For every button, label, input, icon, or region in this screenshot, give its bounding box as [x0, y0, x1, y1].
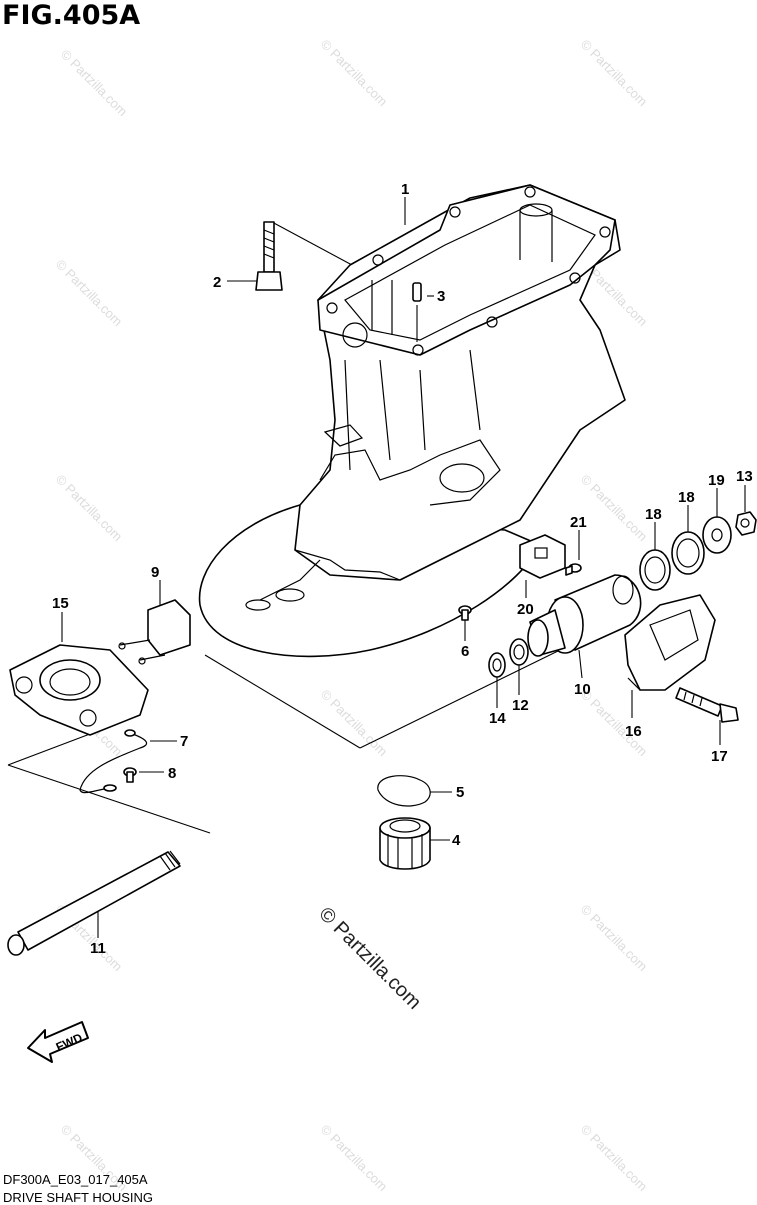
callout-9: 9 [151, 564, 159, 581]
figure-title: FIG.405A [2, 0, 141, 31]
part-18-washer [639, 549, 671, 591]
callout-5: 5 [456, 784, 464, 801]
part-16-bracket [624, 594, 716, 691]
callout-12: 12 [512, 697, 529, 714]
callout-8: 8 [168, 765, 176, 782]
figure-name: DRIVE SHAFT HOUSING [3, 1190, 154, 1205]
part-3-dowel-pin [412, 282, 422, 302]
watermark: © Partzilla.com [318, 687, 391, 760]
callout-14: 14 [489, 710, 506, 727]
callout-2: 2 [213, 274, 221, 291]
callout-3: 3 [437, 288, 445, 305]
part-4-strainer [379, 817, 431, 870]
watermark: © Partzilla.com [578, 902, 651, 975]
watermark: © Partzilla.com [578, 1122, 651, 1195]
part-11-long-stud [7, 850, 181, 956]
part-14-washer [488, 652, 506, 678]
watermark: © Partzilla.com [58, 47, 131, 120]
callout-19: 19 [708, 472, 725, 489]
callout-7: 7 [180, 733, 188, 750]
watermark: © Partzilla.com [318, 1122, 391, 1195]
callout-6: 6 [461, 643, 469, 660]
part-13-nut [735, 511, 757, 536]
leader-lines [61, 197, 746, 938]
part-8-small-bolt [123, 767, 137, 783]
part-10-sleeve [527, 574, 642, 657]
callout-10: 10 [574, 681, 591, 698]
callout-20: 20 [517, 601, 534, 618]
callout-18b: 18 [678, 489, 695, 506]
part-7-ground-wire [79, 729, 148, 794]
callout-1: 1 [401, 181, 409, 198]
watermark: © Partzilla.com [578, 37, 651, 110]
part-6-screw [458, 605, 472, 621]
part-21-screw [565, 563, 582, 576]
part-2-bolt [255, 221, 283, 291]
callout-16: 16 [625, 723, 642, 740]
part-20-block [519, 534, 566, 579]
callout-labels: 1 2 3 4 5 6 7 8 9 10 11 12 13 14 15 16 1… [52, 181, 753, 957]
watermark: © Partzilla.com [53, 472, 126, 545]
part-15-clamp-bracket [9, 644, 149, 736]
callout-4: 4 [452, 832, 461, 849]
fwd-direction-arrow: FWD [27, 1021, 89, 1063]
main-watermark: © Partzilla.com [314, 903, 425, 1014]
drive-shaft-housing [198, 184, 626, 658]
part-19-washer [702, 516, 732, 554]
part-12-washer [509, 638, 529, 666]
callout-17: 17 [711, 748, 728, 765]
watermark: © Partzilla.com [53, 257, 126, 330]
part-5-clip-ring [377, 775, 431, 807]
part-18-washer [671, 531, 705, 575]
part-9-connector [118, 599, 191, 665]
watermark: © Partzilla.com [318, 37, 391, 110]
callout-13: 13 [736, 468, 753, 485]
callout-15: 15 [52, 595, 69, 612]
figure-code: DF300A_E03_017_405A [3, 1172, 148, 1187]
part-17-bolt [675, 687, 739, 723]
callout-21: 21 [570, 514, 587, 531]
callout-11: 11 [90, 940, 106, 957]
watermark: © Partzilla.com [578, 472, 651, 545]
callout-18a: 18 [645, 506, 662, 523]
